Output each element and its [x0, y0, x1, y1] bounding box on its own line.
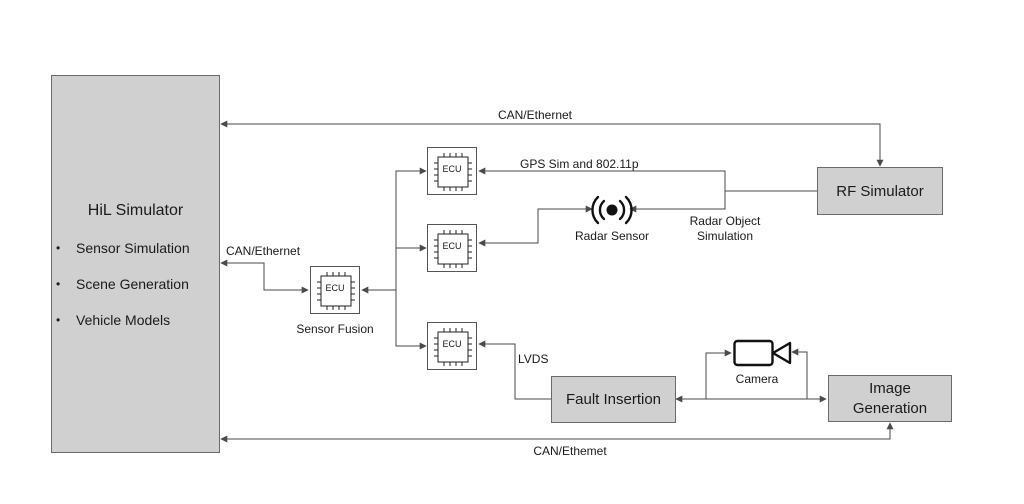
- gps-label: GPS Sim and 802.11p: [520, 157, 639, 171]
- chip-icon: [434, 328, 472, 366]
- camera-icon[interactable]: [733, 338, 793, 368]
- hil-feature-item: • Sensor Simulation: [52, 238, 190, 274]
- fault-insertion-title: Fault Insertion: [565, 391, 662, 408]
- rf-simulator-box[interactable]: RF Simulator: [817, 167, 943, 215]
- hil-feature-list: • Sensor Simulation • Scene Generation • Ve…: [52, 238, 190, 346]
- ecu-2[interactable]: ECU: [427, 224, 477, 272]
- hil-simulator-box[interactable]: HiL Simulator • Sensor Simulation • Scene …: [51, 75, 220, 453]
- camera-label: Camera: [735, 372, 779, 386]
- camera-in-connector: [705, 349, 732, 399]
- chip-icon: [317, 272, 355, 310]
- hil-feature-item: • Vehicle Models: [52, 310, 190, 346]
- ecu-1[interactable]: ECU: [427, 147, 477, 195]
- gps-connector: [478, 167, 817, 192]
- ecu-label: ECU: [442, 339, 462, 349]
- radar-sensor-label: Radar Sensor: [574, 229, 650, 243]
- image-generation-box[interactable]: Image Generation: [828, 375, 952, 422]
- lvds-connector: [478, 340, 551, 400]
- radar-to-ecu-connector: [478, 205, 593, 247]
- fault-insertion-box[interactable]: Fault Insertion: [551, 376, 676, 423]
- radar-object-label-line1: Radar Object: [689, 214, 761, 228]
- can-bottom-label: CAN/Ethemet: [533, 444, 607, 458]
- ecu-3[interactable]: ECU: [427, 322, 477, 370]
- radar-object-label-line2: Simulation: [696, 229, 754, 243]
- sensor-fusion-label: Sensor Fusion: [296, 322, 374, 336]
- radar-obj-connector: [629, 191, 726, 213]
- radar-sensor-icon[interactable]: [590, 193, 634, 227]
- bullet-icon: •: [56, 277, 61, 291]
- hil-feature-item: • Scene Generation: [52, 274, 190, 310]
- fusion-to-ecu-3: [395, 290, 427, 350]
- bullet-icon: •: [56, 241, 61, 255]
- image-generation-title-line1: Image: [869, 380, 911, 397]
- hil-feature-label: Vehicle Models: [76, 312, 171, 328]
- hil-simulator-title: HiL Simulator: [87, 202, 184, 219]
- camera-out-connector: [791, 348, 808, 399]
- can-top-connector: [220, 120, 884, 167]
- rf-simulator-title: RF Simulator: [836, 183, 924, 200]
- ecu-label: ECU: [325, 283, 345, 293]
- sensor-fusion-ecu[interactable]: ECU: [310, 266, 360, 314]
- fusion-to-ecu-1: [395, 167, 427, 290]
- can-top-label: CAN/Ethernet: [497, 108, 573, 122]
- image-generation-title-line2: Generation: [852, 400, 928, 417]
- hil-feature-label: Scene Generation: [76, 276, 189, 292]
- chip-icon: [434, 153, 472, 191]
- lvds-label: LVDS: [518, 352, 549, 366]
- can-bottom-connector: [220, 422, 894, 443]
- ecu-label: ECU: [442, 164, 462, 174]
- hil-feature-label: Sensor Simulation: [76, 240, 190, 256]
- can-left-label: CAN/Ethernet: [226, 244, 301, 258]
- bullet-icon: •: [56, 313, 61, 327]
- chip-icon: [434, 230, 472, 268]
- can-left-connector: [220, 259, 309, 294]
- ecu-label: ECU: [442, 241, 462, 251]
